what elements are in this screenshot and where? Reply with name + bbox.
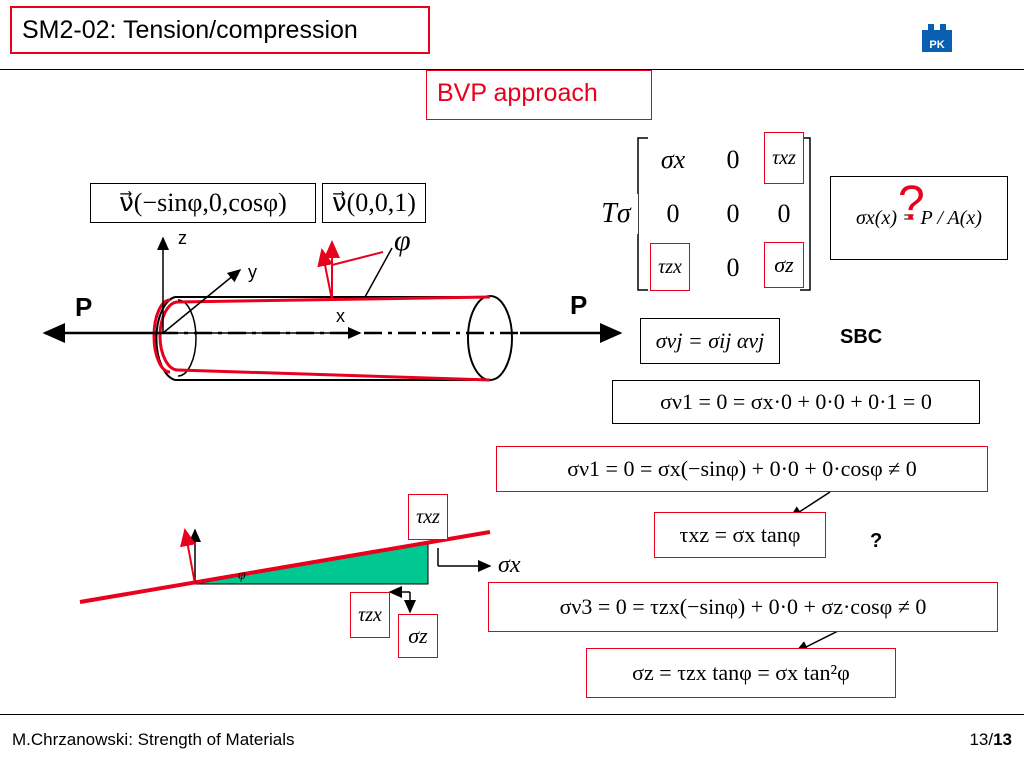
matrix-cell-13: τxz — [764, 132, 804, 184]
question-small: ? — [870, 530, 883, 552]
page-total: 13 — [993, 730, 1012, 749]
matrix-cell-22: 0 — [710, 192, 756, 236]
y-axis-label: y — [248, 262, 257, 282]
tau-xz-result: τxz = σx tanφ — [654, 512, 826, 558]
load-label-right: P — [570, 290, 588, 320]
matrix-cell-12: 0 — [710, 138, 756, 182]
sbc-label: SBC — [840, 326, 883, 348]
normal-vector-end-formula: ν⃗(0,0,1) — [322, 183, 426, 223]
matrix-bracket-right — [800, 137, 811, 291]
stress-tensor-symbol: Tσ — [594, 194, 638, 234]
university-logo-icon: PK — [922, 24, 952, 52]
matrix-cell-33: σz — [764, 242, 804, 288]
svg-text:PK: PK — [929, 39, 944, 51]
inclined-surface — [79, 530, 491, 604]
page-current: 13/ — [969, 730, 994, 749]
page-number: 13/13 — [969, 730, 1012, 750]
matrix-cell-32: 0 — [710, 246, 756, 290]
sigma-x-formula: σx(x) = P / A(x) — [830, 176, 1008, 260]
phi-pointer-bar — [364, 247, 393, 298]
normal-vector-tilted — [317, 248, 333, 301]
matrix-bracket-left — [637, 137, 648, 291]
x-axis-label: x — [336, 306, 345, 326]
matrix-cell-31: τzx — [650, 243, 690, 291]
matrix-cell-23: 0 — [764, 192, 804, 236]
normal-vector-formula: ν⃗(−sinφ,0,cosφ) — [90, 183, 316, 223]
question-big: ? — [898, 177, 925, 230]
sigma-x-wedge-label: σx — [498, 552, 521, 578]
bc-formula-3: σν3 = 0 = τzx(−sinφ) + 0·0 + σz·cosφ ≠ 0 — [488, 582, 998, 632]
tau-xz-wedge-label: τxz — [408, 494, 448, 540]
bc-formula-1: σν1 = 0 = σx·0 + 0·0 + 0·1 = 0 — [612, 380, 980, 424]
matrix-cell-21: 0 — [648, 192, 698, 236]
section-subtitle: BVP approach — [426, 70, 652, 120]
sigma-z-wedge-label: σz — [398, 614, 438, 658]
footer-divider — [0, 714, 1024, 715]
load-label-left: P — [75, 292, 93, 322]
y-axis — [162, 269, 242, 334]
phi-top-label: φ — [394, 224, 411, 257]
slide-title: SM2-02: Tension/compression — [10, 6, 430, 54]
header-divider — [0, 69, 1024, 70]
phi-pointer-top — [331, 251, 384, 266]
matrix-cell-11: σx — [648, 138, 698, 182]
bc-formula-2: σν1 = 0 = σx(−sinφ) + 0·0 + 0·cosφ ≠ 0 — [496, 446, 988, 492]
phi-wedge-label: φ — [238, 568, 246, 583]
wedge-normal-tilted — [180, 528, 196, 585]
z-axis-label: z — [178, 228, 187, 248]
bar-cylinder — [155, 295, 513, 381]
tapered-bar-outline — [152, 295, 491, 382]
cauchy-formula: σνj = σij ανj — [640, 318, 780, 364]
tau-zx-wedge-label: τzx — [350, 592, 390, 638]
footer-author: M.Chrzanowski: Strength of Materials — [12, 730, 295, 749]
sigma-z-result: σz = τzx tanφ = σx tan²φ — [586, 648, 896, 698]
